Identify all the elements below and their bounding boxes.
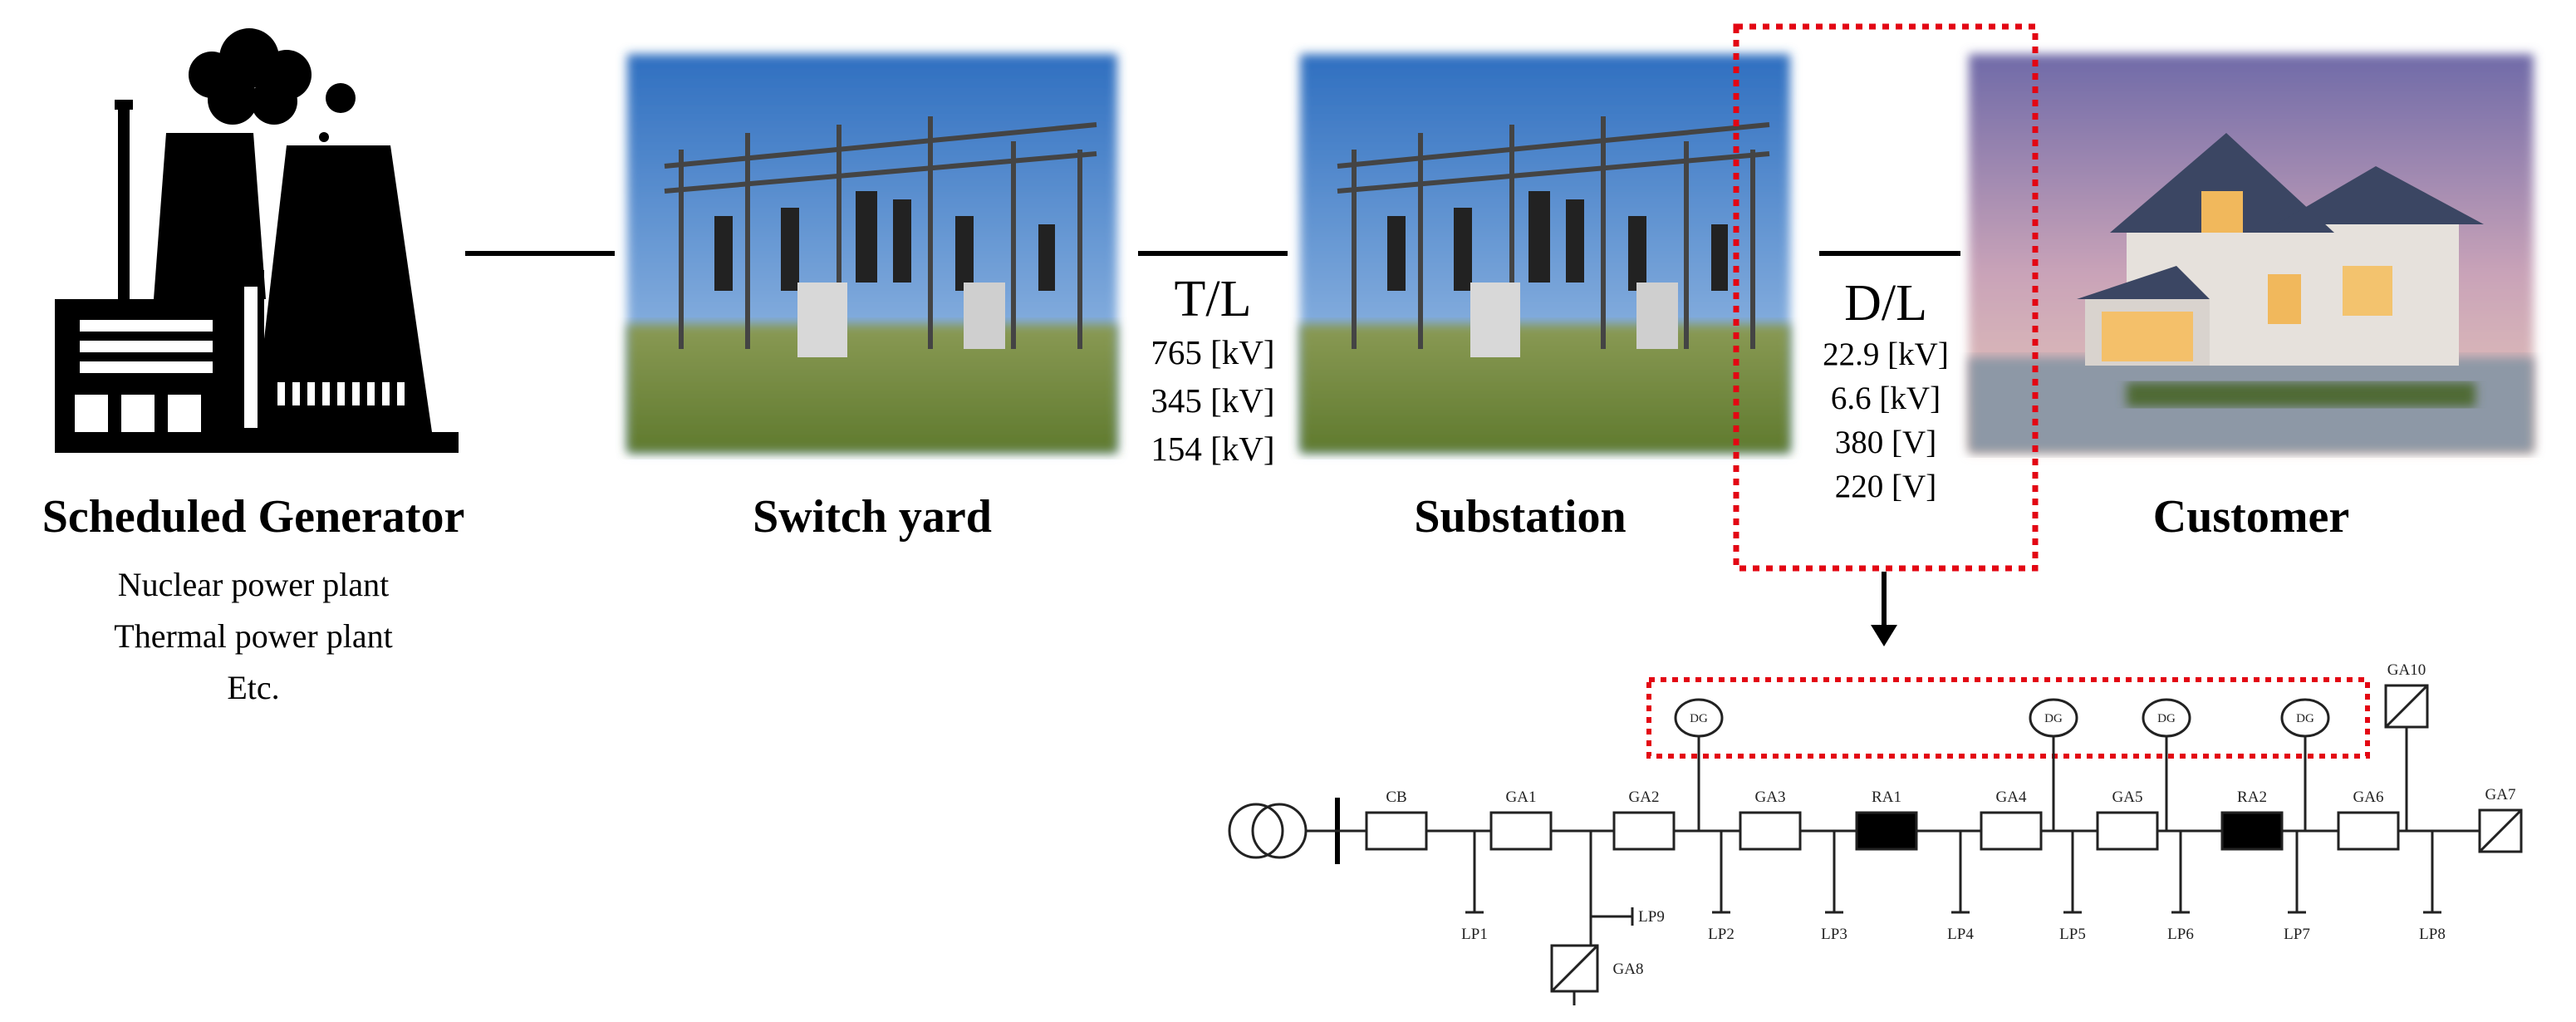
dg-label-2: DG xyxy=(2044,712,2063,725)
switch-ga3 xyxy=(1739,811,1802,851)
label-ra2: RA2 xyxy=(2237,789,2267,806)
dg-2 xyxy=(2029,698,2078,738)
label-lp3: LP3 xyxy=(1821,926,1847,943)
transmission-voltage-2: 345 [kV] xyxy=(1151,381,1275,420)
distribution-title: D/L xyxy=(1844,275,1927,332)
distribution-voltage-1: 22.9 [kV] xyxy=(1823,337,1949,372)
label-ga6: GA6 xyxy=(2353,789,2384,806)
overview-graphics xyxy=(55,23,2534,572)
label-lp8: LP8 xyxy=(2419,926,2446,943)
dg-label-3: DG xyxy=(2157,712,2176,725)
transmission-voltage-1: 765 [kV] xyxy=(1151,333,1275,371)
switch-boxes xyxy=(1365,811,2400,851)
label-ga3: GA3 xyxy=(1755,789,1786,806)
label-lp5: LP5 xyxy=(2059,926,2086,943)
recloser-ra1 xyxy=(1855,811,1918,851)
down-arrow-head xyxy=(1871,625,1897,646)
dg-label-4: DG xyxy=(2296,712,2314,725)
label-lp1: LP1 xyxy=(1461,926,1488,943)
stage-label-generator: Scheduled Generator xyxy=(42,491,465,543)
recloser-ra2 xyxy=(2220,811,2284,851)
stage-label-switchyard: Switch yard xyxy=(753,491,992,543)
switch-ga6 xyxy=(2337,811,2400,851)
generator-detail-1: Nuclear power plant xyxy=(117,566,390,603)
load-drops xyxy=(1465,831,2441,946)
switch-ga4 xyxy=(1980,811,2043,851)
transmission-title: T/L xyxy=(1174,271,1252,327)
switch-ga2 xyxy=(1612,811,1676,851)
switch-ga1 xyxy=(1489,811,1553,851)
label-ga2: GA2 xyxy=(1629,789,1660,806)
label-ga7: GA7 xyxy=(2485,786,2516,803)
dg-label-1: DG xyxy=(1690,712,1708,725)
label-ga5: GA5 xyxy=(2112,789,2143,806)
customer-house-photo xyxy=(1969,54,2534,453)
generator-detail-2: Thermal power plant xyxy=(114,617,393,655)
dg-3 xyxy=(2142,698,2191,738)
stage-label-customer: Customer xyxy=(2152,491,2350,543)
transformer-symbol xyxy=(1228,803,1308,859)
label-cb: CB xyxy=(1386,789,1406,806)
switch-yard-photo xyxy=(627,54,1117,453)
distribution-voltage-2: 6.6 [kV] xyxy=(1830,381,1941,416)
distribution-voltage-3: 380 [V] xyxy=(1834,425,1937,460)
label-lp6: LP6 xyxy=(2167,926,2194,943)
label-ga1: GA1 xyxy=(1506,789,1537,806)
label-ra1: RA1 xyxy=(1872,789,1901,806)
label-ga10: GA10 xyxy=(2387,661,2426,679)
substation-photo xyxy=(1300,54,1790,453)
label-lp7: LP7 xyxy=(2284,926,2310,943)
label-lp9: LP9 xyxy=(1638,908,1665,926)
generator-detail-3: Etc. xyxy=(227,669,280,706)
label-lp4: LP4 xyxy=(1947,926,1974,943)
switch-ga5 xyxy=(2096,811,2159,851)
distribution-highlight-box xyxy=(1733,23,2039,572)
transmission-voltage-3: 154 [kV] xyxy=(1151,430,1275,468)
diagonal-switches xyxy=(1550,684,2523,1005)
transmission-labels: T/L 765 [kV] 345 [kV] 154 [kV] xyxy=(1126,270,1300,473)
distribution-voltage-4: 220 [V] xyxy=(1834,469,1937,504)
power-plant-icon xyxy=(55,28,459,453)
label-ga8: GA8 xyxy=(1613,961,1644,978)
label-ga4: GA4 xyxy=(1996,789,2027,806)
breaker-cb xyxy=(1365,811,1428,851)
dg-4 xyxy=(2280,698,2330,738)
stage-label-substation: Substation xyxy=(1414,491,1627,543)
distribution-labels: D/L 22.9 [kV] 6.6 [kV] 380 [V] 220 [V] xyxy=(1794,274,1977,509)
dg-1 xyxy=(1674,698,1724,738)
distributed-generators xyxy=(1674,698,2330,831)
dg-highlight-box xyxy=(1646,677,2370,759)
label-lp2: LP2 xyxy=(1708,926,1735,943)
